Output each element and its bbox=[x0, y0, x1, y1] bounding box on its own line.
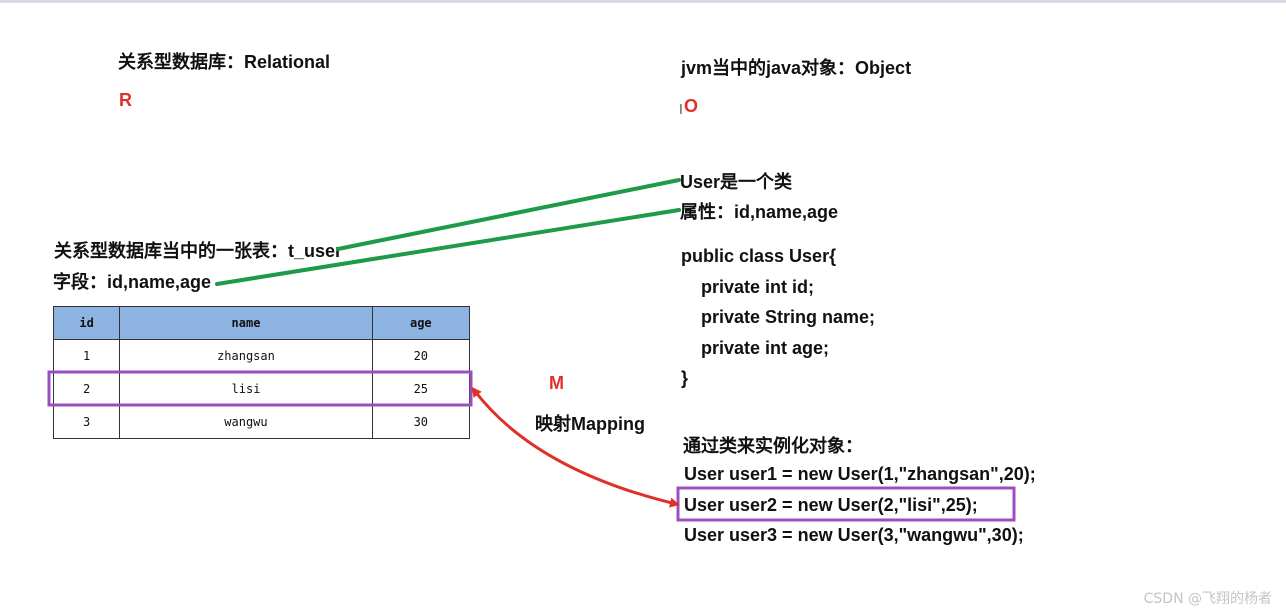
table-header-row: id name age bbox=[52, 306, 471, 340]
code-line: public class User{ bbox=[681, 246, 837, 266]
mapping-arrow bbox=[471, 386, 680, 508]
green-connector-fields bbox=[215, 208, 681, 286]
table-title: 关系型数据库当中的一张表：t_user bbox=[54, 241, 343, 261]
instance-line: User user1 = new User(1,"zhangsan",20); bbox=[684, 464, 1036, 484]
cell-id: 3 bbox=[52, 405, 121, 439]
class-description: User是一个类 bbox=[680, 172, 793, 192]
instance-line: User user3 = new User(3,"wangwu",30); bbox=[684, 525, 1024, 545]
letter-r: R bbox=[119, 90, 132, 110]
code-line: } bbox=[681, 368, 689, 388]
instantiation-title: 通过类来实例化对象： bbox=[683, 436, 863, 456]
class-code-block: public class User{ private int id; priva… bbox=[681, 241, 875, 394]
cell-id: 2 bbox=[52, 372, 121, 406]
text-cursor-icon: I bbox=[679, 103, 683, 118]
instantiation-code-block: User user1 = new User(1,"zhangsan",20); U… bbox=[684, 459, 1036, 551]
code-line: private int age; bbox=[681, 337, 830, 358]
table-row: 1 zhangsan 20 bbox=[52, 339, 471, 373]
object-title: jvm当中的java对象：Object bbox=[681, 58, 912, 78]
cell-id: 1 bbox=[52, 339, 121, 373]
top-border bbox=[0, 0, 1286, 3]
t-user-table: id name age 1 zhangsan 20 2 lisi 25 3 wa… bbox=[52, 306, 471, 439]
green-connector-table bbox=[336, 178, 681, 251]
code-line: private String name; bbox=[681, 307, 876, 327]
relational-title: 关系型数据库：Relational bbox=[118, 52, 331, 72]
properties-label: 属性：id,name,age bbox=[680, 202, 839, 222]
fields-label: 字段：id,name,age bbox=[53, 272, 212, 292]
cell-age: 20 bbox=[371, 339, 471, 373]
header-name: name bbox=[119, 306, 373, 340]
highlight-box-user2 bbox=[676, 486, 1016, 522]
code-line: private int id; bbox=[681, 276, 815, 297]
cell-age: 30 bbox=[371, 405, 471, 439]
letter-o: O bbox=[684, 96, 699, 116]
table-row: 3 wangwu 30 bbox=[52, 405, 471, 439]
header-id: id bbox=[52, 306, 121, 340]
instance-line-highlighted: User user2 = new User(2,"lisi",25); bbox=[684, 494, 978, 515]
highlight-box-row-2 bbox=[47, 370, 473, 407]
watermark: CSDN @飞翔的杨者 bbox=[1143, 591, 1272, 607]
cell-age: 25 bbox=[371, 372, 471, 406]
